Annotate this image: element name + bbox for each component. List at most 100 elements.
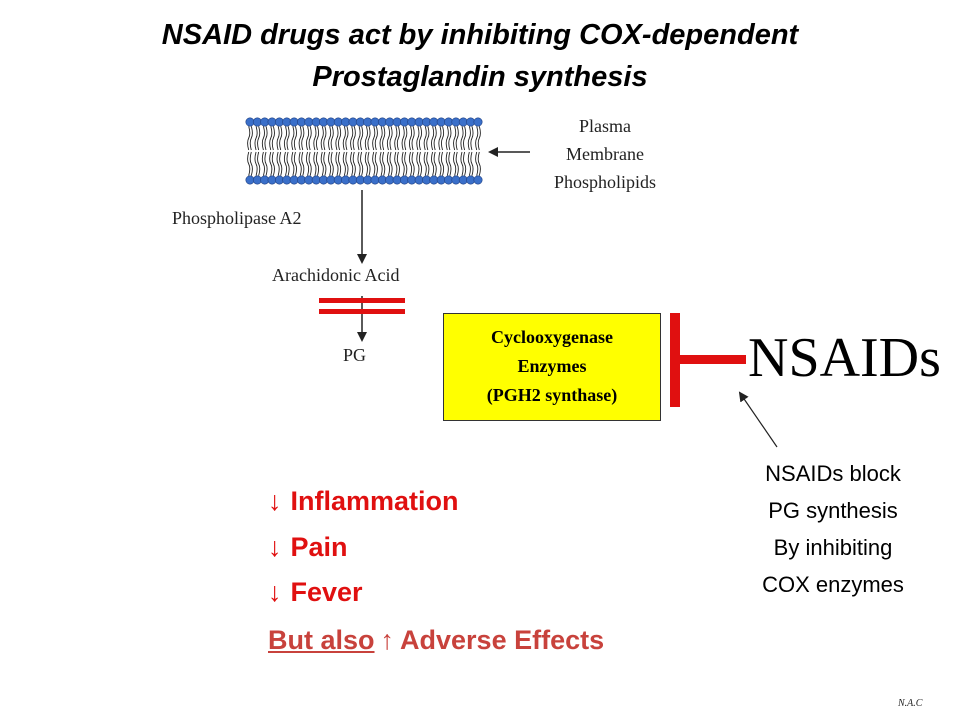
effect-label: Pain [290,532,348,562]
lipid-tail [313,126,317,151]
lipid-tail [438,151,442,176]
lipid-tail [271,126,275,151]
lipid-tail [394,151,398,176]
lipid-tail [470,126,474,151]
lipid-tail [328,126,332,151]
lipid-tail [298,126,302,151]
lipid-tail [431,126,435,151]
lipid-tail [269,151,273,176]
lipid-tail [386,126,390,151]
lipid-tail [338,151,342,176]
lipid-tail [404,126,408,151]
lipid-tail [416,151,420,176]
lipid-tail [315,126,320,151]
lipid-tail [357,126,361,151]
lipid-tail [283,126,288,151]
lipid-tail [301,151,305,176]
lipid-tail [463,126,467,151]
lipid-tail [261,126,265,151]
lipid-tail [433,126,437,151]
lipid-tail [445,151,449,176]
nsaids-label: NSAIDs [748,327,941,389]
lipid-tail [350,126,354,151]
lipid-tail [357,151,361,176]
lipid-tail [445,126,449,151]
lipid-tail [386,151,390,176]
effect-label: Fever [290,577,363,607]
lipid-tail [342,151,346,176]
lipid-tail [308,151,312,176]
lipid-tail [313,151,317,176]
lipid-tail [367,151,371,176]
membrane-label-line-3: Phospholipids [553,172,657,192]
effect-fever: ↓Fever [268,575,363,609]
lipid-tail [320,126,324,151]
cox-enzyme-box: Cyclooxygenase Enzymes (PGH2 synthase) [443,313,661,421]
lipid-tail [372,126,376,151]
substrate-label: Arachidonic Acid [272,265,400,285]
lipid-tail [382,151,386,176]
page-title: NSAID drugs act by inhibiting COX-depend… [0,14,960,98]
lipid-tail [477,126,481,151]
title-line-2: Prostaglandin synthesis [312,61,648,93]
lipid-tail [261,151,265,176]
lipid-tail [396,151,400,176]
cox-line-1: Cyclooxygenase [491,327,613,347]
lipid-tail [345,126,349,151]
cox-line-2: Enzymes [517,356,587,376]
lipid-tail [423,126,427,151]
lipid-tail [470,151,474,176]
lipid-tail [279,151,283,176]
lipid-tail [323,151,327,176]
lipid-tail [382,126,386,151]
lipid-tail [279,126,283,151]
lipid-tail [404,151,408,176]
lipid-tail [401,126,405,151]
lipid-tail [323,126,327,151]
lipid-tail [264,126,268,151]
lipid-head [473,117,483,127]
lipid-tail [291,151,295,176]
lipid-tail [455,151,459,176]
lipid-tail [254,151,258,176]
mechanism-note: NSAIDs block PG synthesis By inhibiting … [728,455,938,603]
lipid-tail [431,151,435,176]
lipid-tail [293,151,297,176]
lipid-tail [423,151,427,176]
down-arrow-icon: ↓ [268,486,282,516]
lipid-tail [293,126,297,151]
lipid-tail [408,151,413,176]
lipid-tail [269,126,273,151]
lipid-tail [315,151,320,176]
lipid-tail [257,151,261,176]
lipid-tail [389,126,393,151]
lipid-tail [330,126,334,151]
enzyme-label: Phospholipase A2 [172,208,302,228]
lipid-tail [379,126,383,151]
lipid-tail [394,126,398,151]
lipid-tail [426,126,430,151]
lipid-tail [372,151,376,176]
inhibitor-bar [670,313,680,407]
note-line-1: NSAIDs block [765,461,901,486]
lipid-tail [426,151,430,176]
lipid-tail [440,151,445,176]
lipid-tail [448,126,452,151]
lipid-tail [264,151,268,176]
lipid-tail [475,126,479,151]
lipid-tail [352,126,356,151]
lipid-tail [249,126,253,151]
note-pointer-arrow [738,391,778,448]
lipid-head [473,175,483,185]
lipid-tail [305,151,310,176]
adverse-effects-text: Adverse Effects [400,625,605,655]
inhibitor-stem [680,355,746,364]
lipid-tail [350,151,354,176]
lipid-tail [467,151,471,176]
phospholipid-bilayer-icon [245,117,483,185]
lipid-tail [438,126,442,151]
lipid-tail [418,151,423,176]
lipid-tail [352,151,356,176]
lipid-tail [460,151,464,176]
lipid-tail [328,151,332,176]
